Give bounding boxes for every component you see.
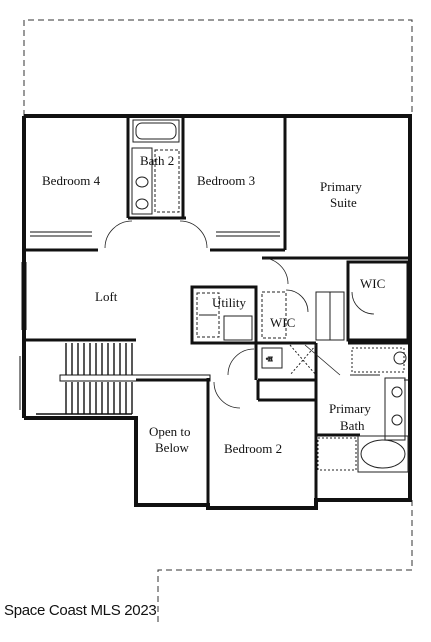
room-label-primary-bath-2: Bath (340, 418, 365, 433)
bathtub-bath2 (132, 119, 180, 143)
wic-shelving (261, 291, 345, 341)
room-label-bedroom3: Bedroom 3 (197, 173, 255, 188)
mls-watermark: Space Coast MLS 2023 (4, 602, 157, 619)
room-label-bath2: Bath 2 (140, 153, 174, 168)
room-label-bedroom4: Bedroom 4 (42, 173, 101, 188)
room-label-wic-upper: WIC (360, 276, 385, 291)
room-label-primary-suite-1: Primary (320, 179, 362, 194)
room-label-open-to-below-2: Below (155, 440, 190, 455)
windows (19, 231, 412, 509)
room-label-primary-suite-2: Suite (330, 195, 357, 210)
water-heater: •H (261, 347, 283, 369)
room-label-open-to-below-1: Open to (149, 424, 191, 439)
svg-text:•H: •H (266, 357, 273, 363)
interior-walls (24, 116, 410, 508)
room-label-utility: Utility (212, 295, 246, 310)
utility-fixtures (196, 292, 253, 341)
room-label-primary-bath-1: Primary (329, 401, 371, 416)
room-label-wic-lower: WIC (270, 315, 295, 330)
room-label-bedroom2: Bedroom 2 (224, 441, 282, 456)
room-label-loft: Loft (95, 289, 118, 304)
roof-outline-top (23, 19, 413, 116)
roof-outline-bottom (157, 500, 413, 625)
primary-bath-fixtures (289, 344, 409, 473)
staircase (36, 343, 211, 415)
door-swings (104, 220, 375, 409)
sink-vanity-bath2 (131, 147, 180, 215)
